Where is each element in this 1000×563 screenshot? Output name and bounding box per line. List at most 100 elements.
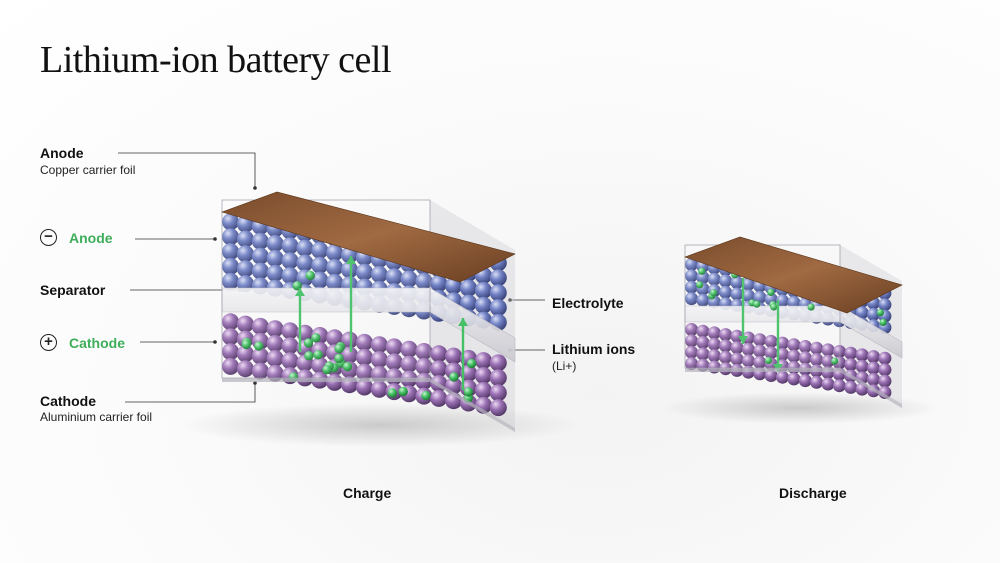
particle [430,389,448,407]
particle [787,349,801,363]
charge-cell [221,191,516,432]
particle [878,298,892,312]
particle [445,347,463,365]
particle [855,348,869,362]
particle [821,354,835,368]
particle [474,381,492,399]
ion [879,318,887,326]
particle [474,296,492,314]
separator-label: Separator [40,282,106,298]
particle [385,268,403,286]
anode-label: Anode [69,230,113,246]
discharge-shadow [660,392,940,424]
particle [798,374,812,388]
particle [430,275,448,292]
particle [696,347,710,361]
particle [685,258,698,271]
page-title: Lithium-ion battery cell [40,39,392,81]
particle [878,363,892,377]
particle [776,370,789,384]
particle [236,315,254,333]
ion [313,350,323,360]
particle [867,307,880,321]
particle [251,317,269,335]
minus-icon: − [40,229,57,246]
particle [685,334,698,348]
particle [719,328,733,342]
particle [222,243,239,261]
particle [281,237,299,255]
particle [832,345,846,358]
particle [355,378,373,396]
particle [266,264,284,282]
particle [281,267,299,285]
particle [764,369,778,382]
particle [787,338,801,352]
ion [710,289,718,297]
particle [685,323,698,336]
particle [685,280,698,294]
particle [844,380,858,394]
particle [741,354,755,368]
particle [878,374,892,388]
particle [855,359,869,373]
particle [266,364,284,382]
ion [254,341,264,351]
charge-caption: Charge [343,485,392,501]
particle [355,333,373,351]
anode-foil-sublabel: Copper carrier foil [40,163,136,177]
particle [753,333,767,347]
ion [311,333,321,343]
ion [334,343,344,354]
ion-flow-arrows [295,256,468,390]
particle [222,272,239,290]
particle [821,377,835,391]
ion [807,303,815,311]
particle [222,257,239,275]
ion [334,353,344,364]
particle [810,375,824,389]
particle [266,320,284,338]
particle [685,269,698,283]
particle [460,364,477,382]
discharge-cell [684,236,903,408]
particle [707,272,721,286]
particle [741,277,755,291]
particle [281,322,299,340]
ion [764,356,773,365]
leader-lines [118,152,545,403]
ion [322,365,332,375]
particle [236,360,254,378]
particle [707,326,721,340]
particle [415,272,433,290]
particle [281,252,299,270]
particle [311,241,329,259]
particle [719,285,733,299]
particle [719,350,733,364]
particle [867,350,880,364]
cathode-layer [685,323,892,399]
particle [798,340,812,353]
particle [415,343,433,360]
particle [460,279,477,297]
particle [251,262,269,280]
particle [730,352,744,366]
particle [236,245,254,263]
particle [222,213,239,231]
lithium-ions-sublabel: (Li+) [552,359,577,373]
particle [370,265,388,283]
particle [474,367,492,384]
ion [770,303,778,311]
particle [430,360,448,378]
particle [489,284,507,302]
particle [222,343,239,361]
flow-arrow-head [295,288,305,296]
particle [844,346,858,360]
particle [236,345,254,363]
particle [281,337,299,355]
particle [489,399,507,417]
particle [222,357,239,375]
flow-arrow-head [346,256,356,264]
particle [730,287,744,301]
